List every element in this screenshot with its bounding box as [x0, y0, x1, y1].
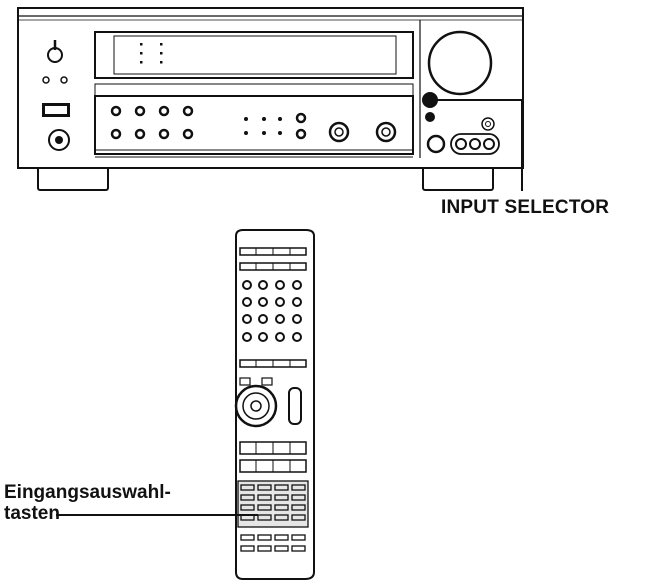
receiver-unit: [17, 7, 524, 191]
remote-control: [234, 229, 315, 580]
volume-knob: [427, 30, 493, 96]
display-panel: [94, 31, 414, 79]
tone-knob-right: [375, 121, 397, 143]
front-buttons: [110, 105, 194, 140]
input-keys-label-line2: tasten: [4, 503, 60, 524]
cursor-pad-icon: [234, 377, 302, 428]
remote-input-keys: [237, 480, 309, 528]
remote-number-pad: [242, 280, 302, 342]
input-keys-label-line1: Eingangsauswahl-: [4, 482, 171, 503]
tone-knob-left: [328, 121, 350, 143]
input-selector-label: INPUT SELECTOR: [441, 197, 610, 218]
input-selector-leader: [430, 99, 523, 191]
input-keys-label: Eingangsauswahl- tasten: [4, 482, 171, 524]
headphone-jack: [48, 129, 70, 151]
front-control-panel: [94, 95, 414, 155]
